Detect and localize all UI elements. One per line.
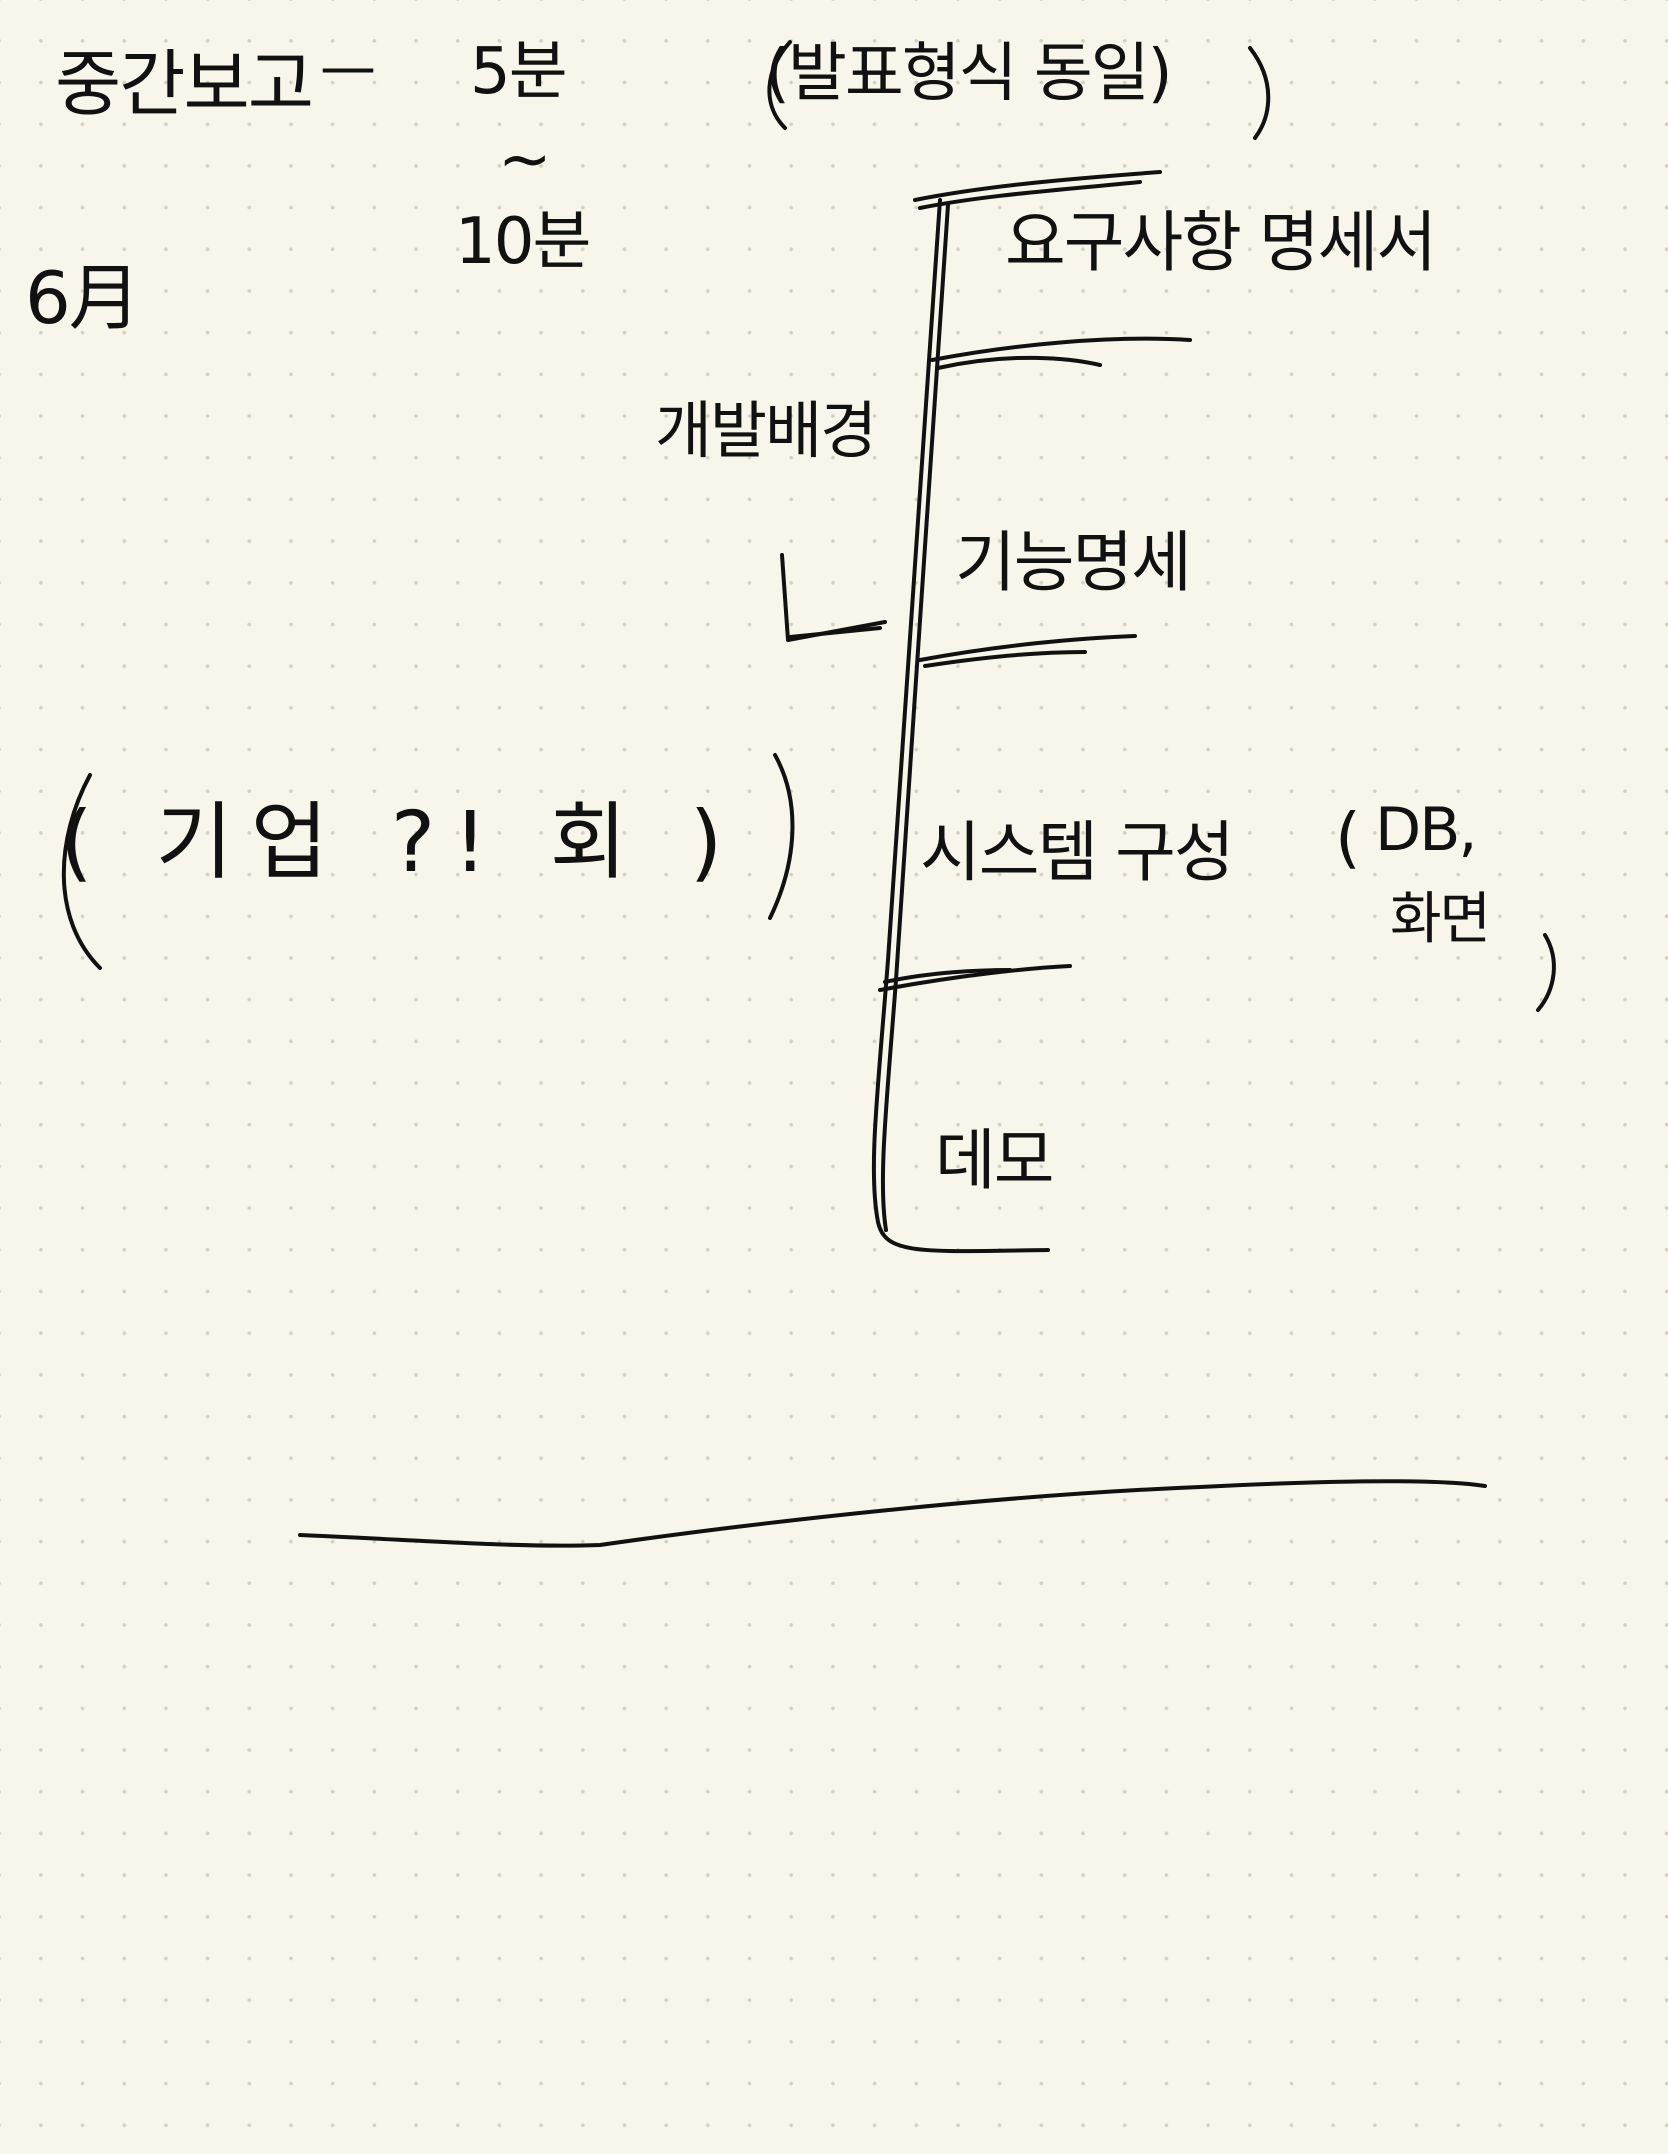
date-label: 6月 [25,256,141,340]
system-note-screen: 화면 [1390,887,1491,952]
section-system-architecture: 시스템 구성 [920,814,1235,891]
side-note-open-paren [61,773,102,970]
divider-3 [878,964,1072,992]
side-note-close-paren [768,753,795,920]
format-close-paren [1248,46,1271,140]
bracket-top-cap-2 [918,180,1142,210]
note-title: 중간보고 [55,42,314,126]
bracket-top-cap [913,170,1162,202]
divider-2b [923,650,1087,668]
connector-dev-background [780,553,887,642]
section-functional-spec: 기능명세 [955,524,1192,601]
bracket-vertical-line-double [880,203,950,1232]
dev-background-label: 개발배경 [655,394,877,467]
range-start: 5분 [470,35,568,109]
divider-1b [936,355,1102,370]
format-note: (발표형식 동일) [765,37,1173,111]
section-requirements: 요구사항 명세서 [1005,204,1437,281]
divider-2 [918,634,1137,662]
section-demo: 데모 [935,1122,1054,1199]
format-open-paren [767,40,792,130]
range-tilde: ~ [498,123,552,197]
bracket-vertical-line [871,198,1050,1254]
system-note-db: DB, [1375,795,1477,865]
title-dash: — [320,35,376,100]
connector-dev-background-b [788,626,882,639]
divider-3b [883,968,1012,984]
side-note: ( 기업 ?! 회 ) [60,793,741,891]
range-end: 10분 [455,205,591,279]
system-note-close-paren [1536,933,1556,1012]
system-note-open-paren: ( [1335,799,1361,876]
bottom-underline [298,1479,1487,1548]
divider-1 [930,336,1192,362]
